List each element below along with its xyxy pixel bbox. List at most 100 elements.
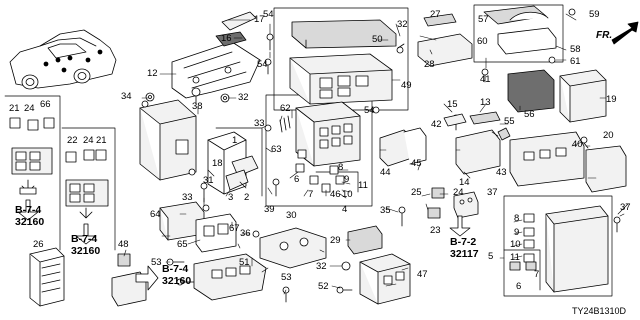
reference-group-3[interactable]: B-7-2: [450, 236, 477, 248]
callout-24-a: 24: [24, 103, 35, 114]
callout-10-a: 10: [342, 189, 353, 200]
bracket-1-assembly: [207, 131, 259, 195]
callout-16: 16: [221, 33, 232, 44]
front-direction-arrow: [611, 21, 639, 45]
callout-33-a: 33: [254, 118, 265, 129]
leader-lines: [123, 13, 629, 295]
callout-53-b: 53: [281, 272, 292, 283]
callout-49: 49: [401, 80, 412, 91]
callout-2: 2: [244, 192, 250, 203]
reference-group-1[interactable]: B-7-4: [15, 204, 42, 216]
relay-group-left: [9, 117, 109, 219]
callout-4: 4: [342, 204, 348, 215]
callout-54-c: 54: [364, 105, 375, 116]
callout-58: 58: [570, 44, 581, 55]
unit-29: [347, 225, 383, 255]
callout-62: 62: [280, 103, 291, 114]
callout-42: 42: [431, 119, 442, 130]
reference-page-1[interactable]: 32160: [15, 216, 45, 228]
ecu-unit-26: [29, 247, 65, 307]
callout-64: 64: [150, 209, 161, 220]
control-module-18: [139, 99, 197, 181]
connector-assembly-30: [259, 227, 327, 269]
callout-30: 30: [286, 210, 297, 221]
group-box-lines: [4, 4, 613, 297]
callout-54-b: 54: [257, 59, 268, 70]
body-control-module-5: [509, 205, 609, 293]
callout-48: 48: [118, 239, 129, 250]
callout-3: 3: [228, 192, 234, 203]
callout-65: 65: [177, 239, 188, 250]
callout-52: 52: [318, 281, 329, 292]
reference-page-4[interactable]: 32160: [162, 275, 192, 287]
callout-24-c: 24: [453, 187, 464, 198]
reference-group-4[interactable]: B-7-4: [162, 263, 189, 275]
callout-7-a: 7: [308, 189, 314, 200]
callout-15: 15: [447, 99, 458, 110]
callout-11-a: 11: [358, 180, 368, 191]
key-fob-16: [215, 11, 257, 47]
callout-59: 59: [589, 9, 600, 20]
callout-28: 28: [424, 59, 435, 70]
callout-56: 56: [524, 109, 535, 120]
front-direction-label: FR.: [596, 30, 613, 41]
modules-right-mid: [497, 127, 627, 193]
relay-box-47: [359, 253, 411, 305]
callout-11-b: 11: [510, 252, 520, 263]
callout-6-a: 6: [294, 174, 300, 185]
callout-61: 61: [570, 56, 581, 67]
callout-67: 67: [229, 223, 240, 234]
callout-10-b: 10: [510, 239, 521, 250]
callout-55: 55: [504, 116, 515, 127]
callout-54-a: 54: [263, 9, 274, 20]
diagram-id: TY24B1310D: [572, 306, 627, 316]
callout-22: 22: [67, 135, 78, 146]
callout-21-a: 21: [9, 103, 20, 114]
callout-34: 34: [121, 91, 132, 102]
bracket-12: [171, 41, 261, 99]
callout-37-a: 37: [487, 187, 498, 198]
callout-20: 20: [603, 130, 614, 141]
callout-41: 41: [480, 74, 491, 85]
relays-center-lower: [427, 187, 479, 219]
callout-43: 43: [496, 167, 507, 178]
vehicle-illustration: [9, 29, 117, 90]
callout-23: 23: [430, 225, 441, 236]
callout-6-b: 6: [516, 281, 522, 292]
callout-33-b: 33: [182, 192, 193, 203]
callout-44: 44: [380, 167, 391, 178]
callout-9-a: 9: [344, 174, 350, 185]
callout-36: 36: [240, 228, 251, 239]
callout-45: 45: [411, 158, 422, 169]
callout-24-b: 24: [83, 135, 94, 146]
callout-32-b: 32: [397, 19, 408, 30]
callout-19: 19: [606, 94, 617, 105]
junction-block: [279, 101, 361, 193]
callout-32-a: 32: [238, 92, 249, 103]
callout-25: 25: [411, 187, 422, 198]
callout-57: 57: [478, 14, 489, 25]
callout-14: 14: [459, 177, 470, 188]
modules-center-right: [379, 111, 501, 175]
reference-page-2[interactable]: 32160: [71, 245, 101, 257]
callout-12: 12: [147, 68, 158, 79]
callout-29: 29: [330, 235, 341, 246]
callout-40: 40: [572, 139, 583, 150]
fuse-panel-51: [193, 253, 267, 301]
callout-60: 60: [477, 36, 488, 47]
modules-lower-left-center: [159, 201, 237, 253]
callout-53-a: 53: [151, 257, 162, 268]
callout-9-b: 9: [514, 227, 520, 238]
reference-group-2[interactable]: B-7-4: [71, 233, 98, 245]
callout-66: 66: [40, 99, 51, 110]
callout-51: 51: [239, 257, 250, 268]
callout-5: 5: [488, 251, 494, 262]
callout-38: 38: [192, 101, 203, 112]
callout-17: 17: [254, 14, 265, 25]
callout-21-b: 21: [96, 135, 107, 146]
callout-8-b: 8: [514, 213, 520, 224]
callout-31: 31: [203, 175, 214, 186]
reference-page-3[interactable]: 32117: [450, 248, 479, 260]
